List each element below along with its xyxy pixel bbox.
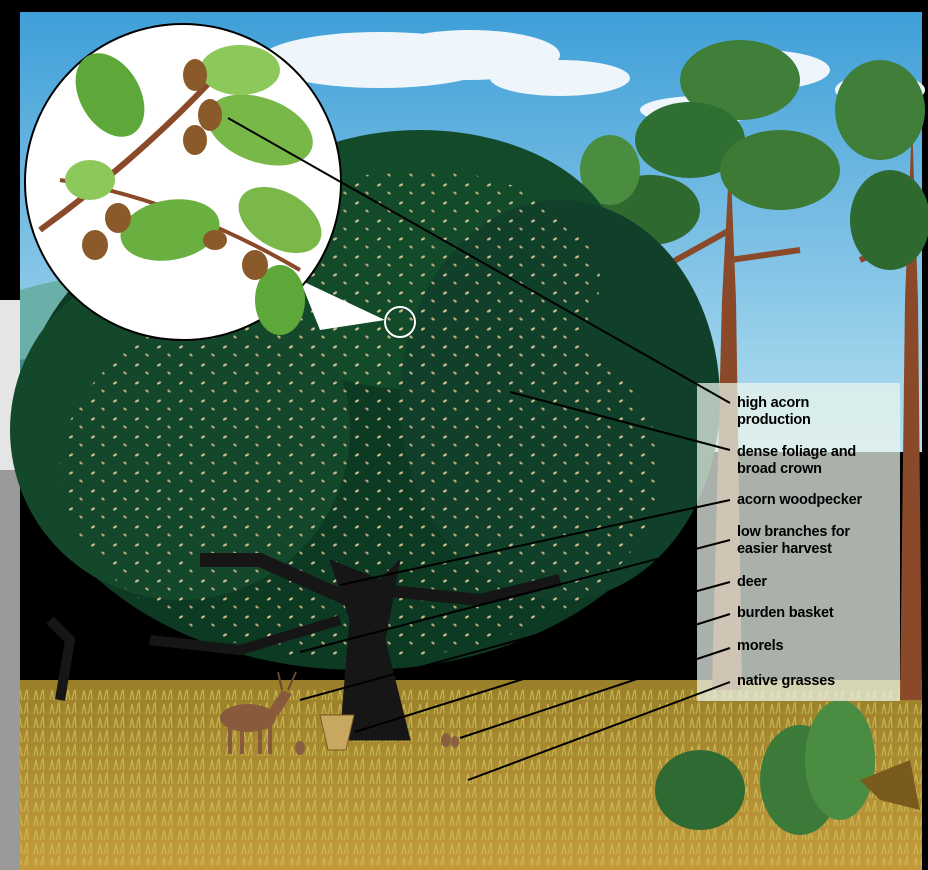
label-native-grasses: native grasses [737, 673, 835, 690]
label-acorn-woodpecker: acorn woodpecker [737, 492, 862, 509]
label-morels: morels [737, 638, 783, 655]
label-low-branches: low branches for easier harvest [737, 524, 850, 558]
label-high-acorn-production: high acorn production [737, 395, 811, 429]
label-burden-basket: burden basket [737, 605, 834, 622]
label-deer: deer [737, 574, 767, 591]
label-dense-foliage: dense foliage and broad crown [737, 444, 856, 478]
